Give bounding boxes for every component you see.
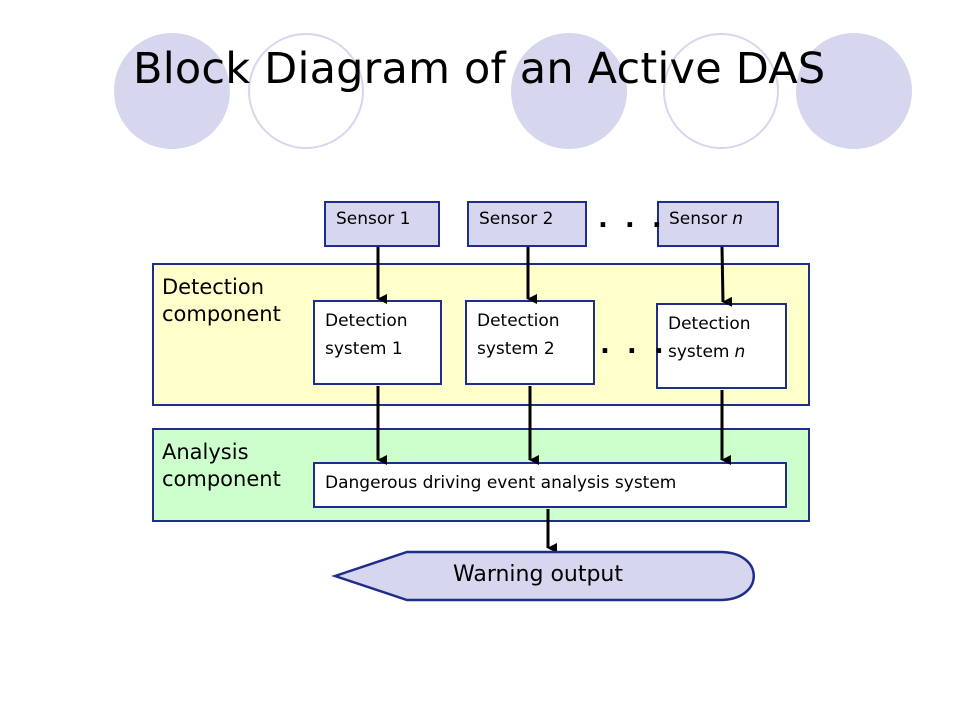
decorative-circle-1 [114,33,230,149]
detection-component-label-line2: component [162,302,281,326]
analysis-component-label-line2: component [162,467,281,491]
sensor-2-label: Sensor 2 [479,209,554,229]
analysis-system-box: Dangerous driving event analysis system [313,462,787,508]
warning-output-label: Warning output [453,562,624,587]
sensor-2-box: Sensor 2 [467,201,587,247]
detection-ellipsis: . . . [600,330,668,360]
analysis-component-label-line1: Analysis [162,440,249,464]
analysis-component-label: Analysis component [162,439,281,493]
decorative-ring-2 [663,33,779,149]
detection-system-n-suffix: n [734,342,746,362]
detection-system-n-line1: Detection [668,314,751,334]
detection-component-label: Detection component [162,274,281,328]
detection-system-1-line2: system 1 [325,339,403,359]
decorative-circle-2 [511,33,627,149]
detection-system-2-line2: system 2 [477,339,555,359]
sensor-n-suffix: n [732,209,744,229]
sensor-ellipsis: . . . [598,204,666,234]
analysis-system-label: Dangerous driving event analysis system [325,473,677,493]
sensor-1-label: Sensor 1 [336,209,411,229]
arrow-sensorn-to-detectionn [720,246,733,307]
decorative-circle-3 [796,33,912,149]
detection-system-1-line1: Detection [325,311,408,331]
detection-system-2-box: Detection system 2 [465,300,595,385]
page-title: Block Diagram of an Active DAS [133,44,826,94]
detection-system-n-line2: system [668,342,730,362]
decorative-ring-1 [248,33,364,149]
warning-output-shape [331,550,755,602]
detection-system-1-box: Detection system 1 [313,300,442,385]
detection-component-label-line1: Detection [162,275,265,299]
sensor-n-label: Sensor [669,209,728,229]
detection-system-2-line1: Detection [477,311,560,331]
sensor-1-box: Sensor 1 [324,201,440,247]
